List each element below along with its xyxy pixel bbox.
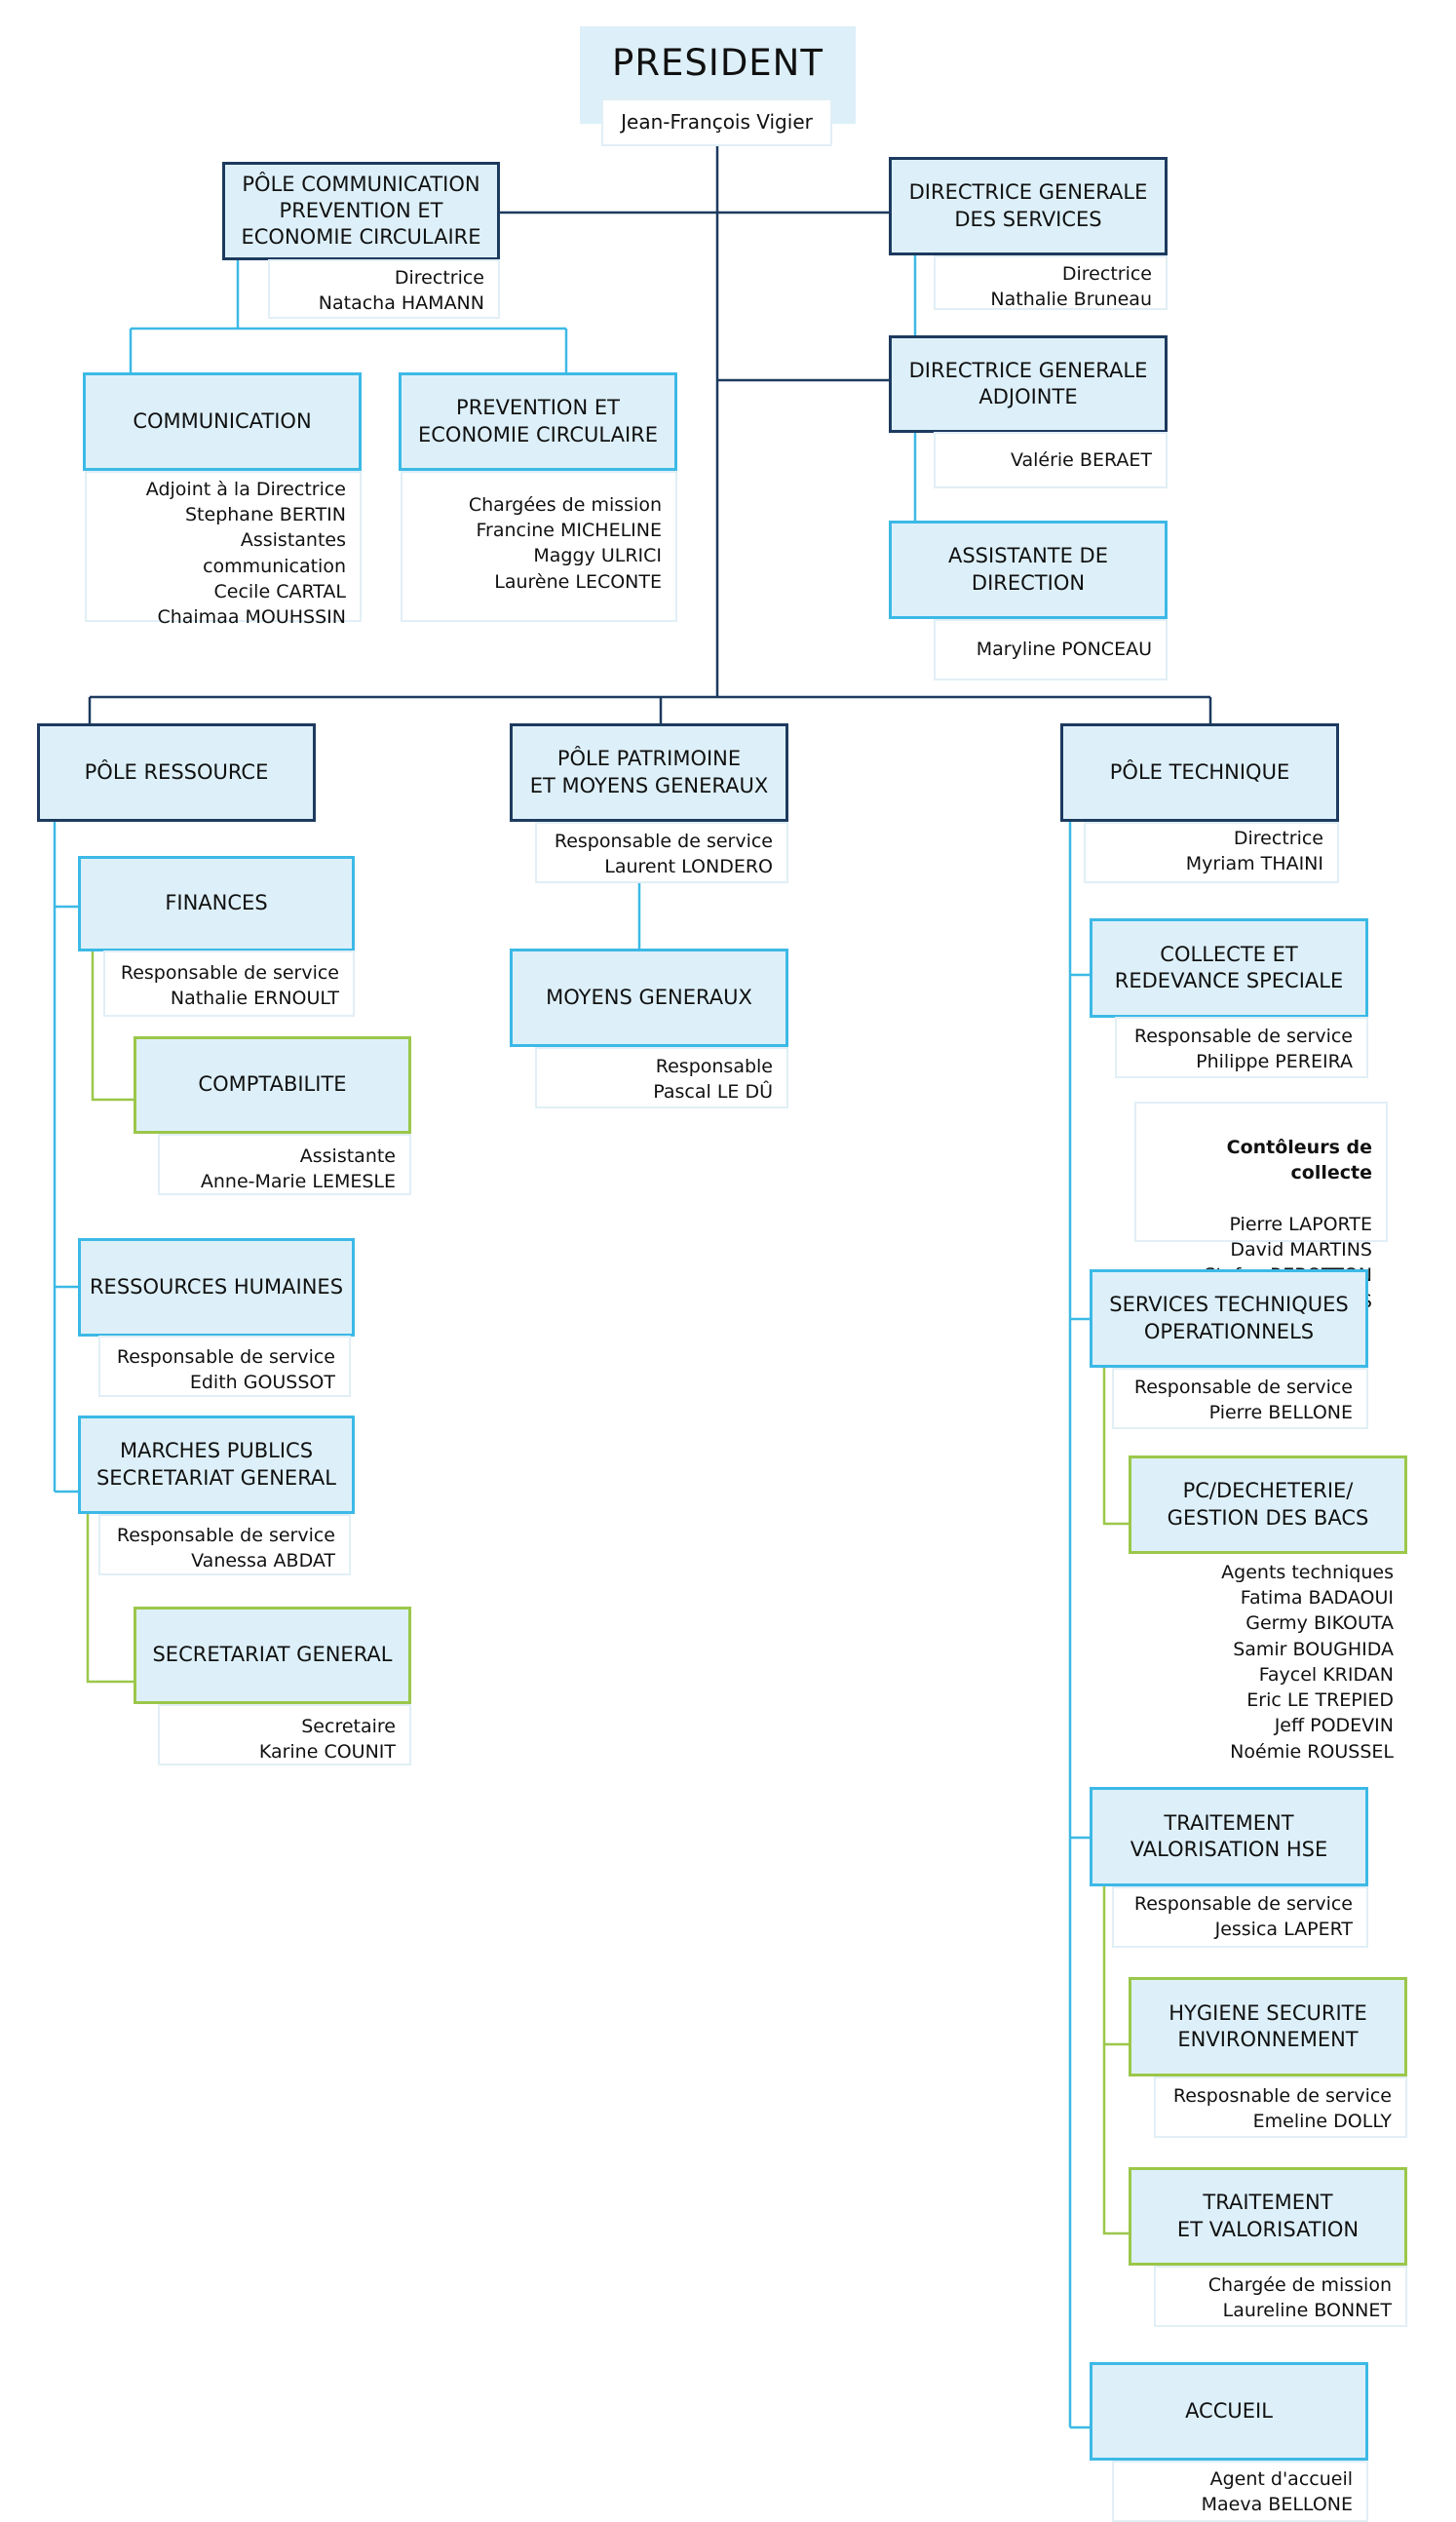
pc-decheterie-box: PC/DECHETERIE/ GESTION DES BACS: [1129, 1455, 1407, 1554]
hygiene-securite-people: Resposnable de service Emeline DOLLY: [1154, 2076, 1407, 2138]
pole-ressource-box: PÔLE RESSOURCE: [37, 723, 316, 822]
pole-technique-box: PÔLE TECHNIQUE: [1060, 723, 1339, 822]
comptabilite-box: COMPTABILITE: [134, 1036, 411, 1134]
pole-communication-box: PÔLE COMMUNICATION PREVENTION ET ECONOMI…: [222, 162, 500, 260]
traitement-valorisation-people: Chargée de mission Laureline BONNET: [1154, 2266, 1407, 2327]
finances-box: FINANCES: [78, 856, 355, 951]
moyens-generaux-people: Responsable Pascal LE DÛ: [535, 1047, 788, 1108]
collecte-box: COLLECTE ET REDEVANCE SPECIALE: [1090, 918, 1368, 1018]
pc-decheterie-people: Agents techniques Fatima BADAOUI Germy B…: [1221, 1562, 1394, 1763]
comptabilite-people: Assistante Anne-Marie LEMESLE: [158, 1134, 411, 1195]
pole-patrimoine-people: Responsable de service Laurent LONDERO: [535, 822, 788, 883]
dg-adjointe-box: DIRECTRICE GENERALE ADJOINTE: [889, 335, 1168, 433]
finances-people: Responsable de service Nathalie ERNOULT: [103, 951, 355, 1017]
moyens-generaux-box: MOYENS GENERAUX: [510, 949, 788, 1047]
dg-adjointe-people: Valérie BERAET: [934, 432, 1168, 488]
traitement-valorisation-box: TRAITEMENT ET VALORISATION: [1129, 2167, 1407, 2266]
collecte-people: Responsable de service Philippe PEREIRA: [1115, 1017, 1368, 1078]
assistante-direction-box: ASSISTANTE DE DIRECTION: [889, 521, 1168, 619]
controleurs-collecte-label: Contôleurs de collecte: [1226, 1137, 1372, 1184]
pole-patrimoine-box: PÔLE PATRIMOINE ET MOYENS GENERAUX: [510, 723, 788, 822]
pole-communication-people: Directrice Natacha HAMANN: [268, 259, 500, 319]
dg-services-box: DIRECTRICE GENERALE DES SERVICES: [889, 157, 1168, 255]
assistante-direction-people: Maryline PONCEAU: [934, 619, 1168, 680]
services-techniques-people: Responsable de service Pierre BELLONE: [1112, 1368, 1368, 1429]
traitement-hse-box: TRAITEMENT VALORISATION HSE: [1090, 1787, 1368, 1886]
ressources-humaines-box: RESSOURCES HUMAINES: [78, 1238, 355, 1337]
marches-publics-box: MARCHES PUBLICS SECRETARIAT GENERAL: [78, 1416, 355, 1514]
secretariat-general-box: SECRETARIAT GENERAL: [134, 1607, 411, 1704]
secretariat-general-people: Secretaire Karine COUNIT: [158, 1704, 411, 1765]
prevention-people: Chargées de mission Francine MICHELINE M…: [401, 471, 677, 622]
pole-technique-people: Directrice Myriam THAINI: [1084, 822, 1339, 883]
ressources-humaines-people: Responsable de service Edith GOUSSOT: [98, 1336, 351, 1397]
dg-services-people: Directrice Nathalie Bruneau: [934, 255, 1168, 310]
president-name: Jean-François Vigier: [601, 98, 832, 146]
marches-publics-people: Responsable de service Vanessa ABDAT: [98, 1514, 351, 1575]
accueil-people: Agent d'accueil Maeva BELLONE: [1112, 2461, 1368, 2522]
services-techniques-box: SERVICES TECHNIQUES OPERATIONNELS: [1090, 1269, 1368, 1368]
communication-people: Adjoint à la Directrice Stephane BERTIN …: [85, 471, 362, 628]
hygiene-securite-box: HYGIENE SECURITE ENVIRONNEMENT: [1129, 1977, 1407, 2076]
controleurs-collecte-box: Contôleurs de collecte Pierre LAPORTE Da…: [1134, 1102, 1388, 1312]
accueil-box: ACCUEIL: [1090, 2362, 1368, 2461]
traitement-hse-people: Responsable de service Jessica LAPERT: [1112, 1886, 1368, 1948]
communication-box: COMMUNICATION: [83, 372, 362, 471]
prevention-box: PREVENTION ET ECONOMIE CIRCULAIRE: [399, 372, 677, 471]
